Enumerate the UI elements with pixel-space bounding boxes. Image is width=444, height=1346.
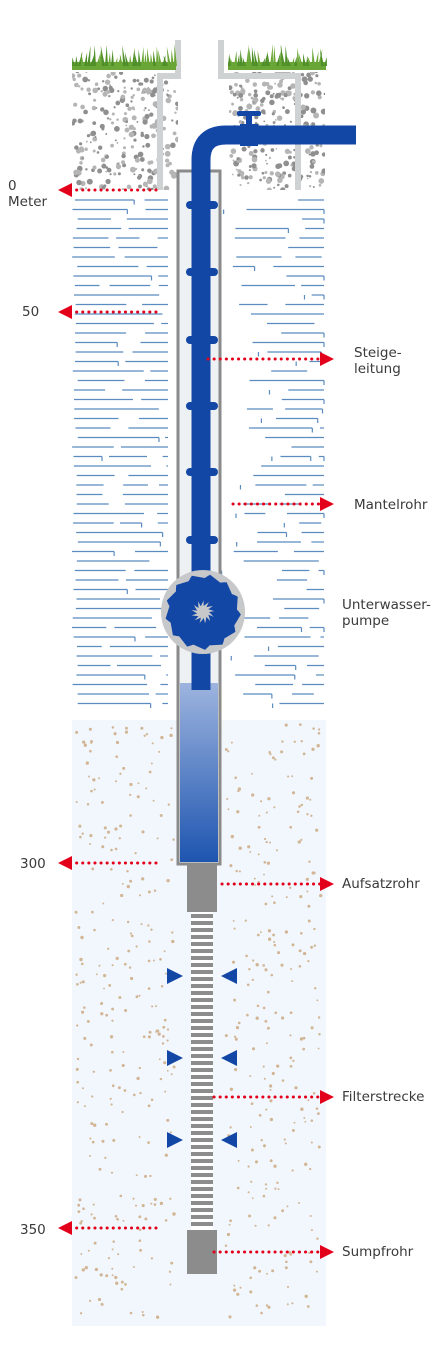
grass bbox=[72, 44, 327, 70]
depth-label-50: 50 bbox=[22, 304, 40, 320]
depth-label-0: 0 Meter bbox=[8, 178, 48, 210]
depth-label-300: 300 bbox=[20, 856, 46, 872]
label-unterwasserpumpe: Unterwasser- pumpe bbox=[342, 597, 431, 629]
pump-icon bbox=[161, 570, 245, 654]
sand-dots bbox=[74, 723, 323, 1319]
pointer-arrows bbox=[58, 183, 334, 1259]
depth-label-350: 350 bbox=[20, 1222, 46, 1238]
water-column bbox=[180, 683, 218, 862]
filter-screen bbox=[191, 912, 213, 1230]
riser-attachment-pipe bbox=[187, 864, 217, 912]
riser-pipe bbox=[186, 125, 356, 690]
valve-icon bbox=[237, 111, 261, 146]
label-steigeleitung: Steige- leitung bbox=[354, 345, 402, 377]
label-sumpfrohr: Sumpfrohr bbox=[342, 1244, 414, 1260]
inflow-arrows bbox=[167, 968, 237, 1148]
label-filterstrecke: Filterstrecke bbox=[342, 1089, 425, 1105]
label-aufsatzrohr: Aufsatzrohr bbox=[342, 876, 420, 892]
pipe-couplings bbox=[186, 201, 218, 544]
groundwater-lines bbox=[72, 199, 325, 708]
sump-pipe bbox=[187, 1230, 217, 1274]
label-mantelrohr: Mantelrohr bbox=[354, 497, 428, 513]
